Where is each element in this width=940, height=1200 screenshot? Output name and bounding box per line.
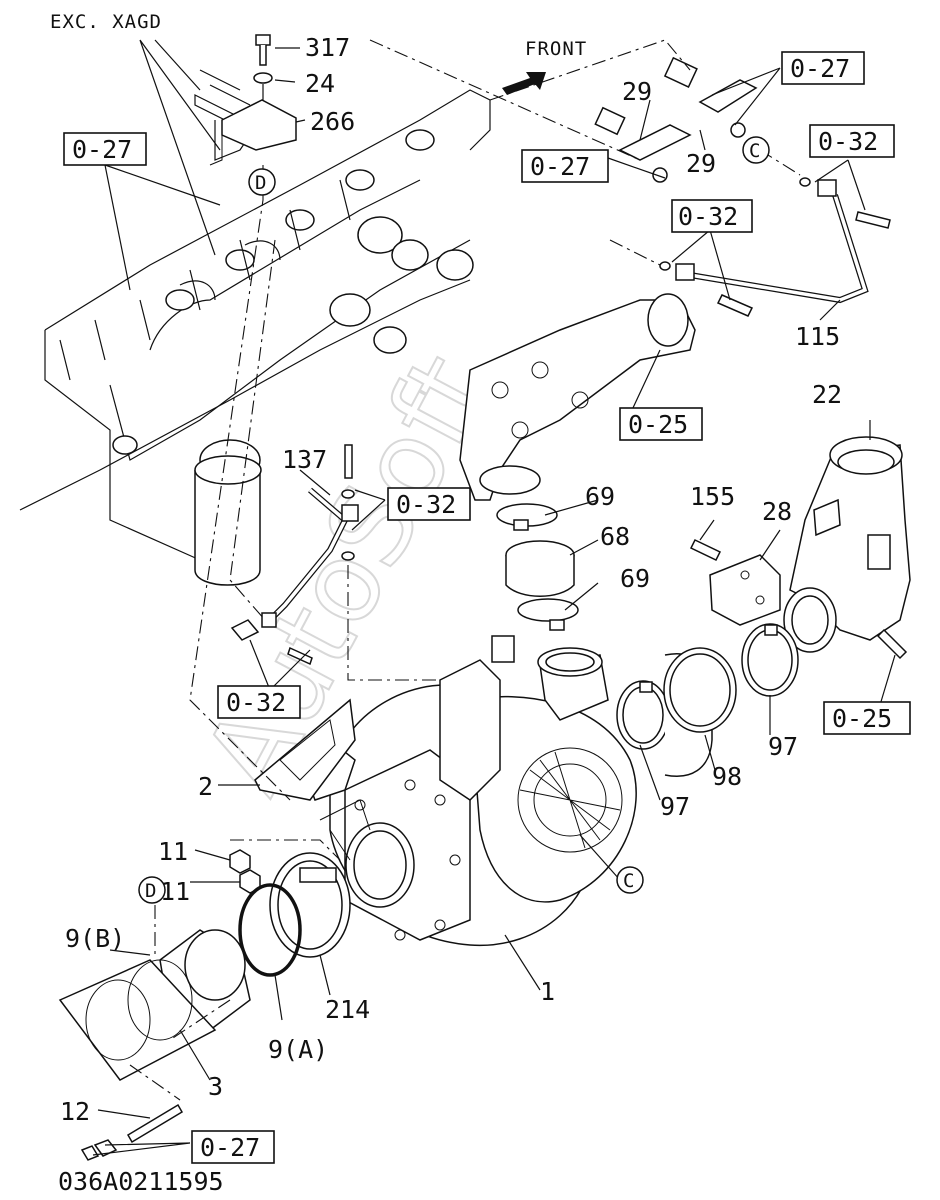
callout-68: 68 <box>600 522 630 551</box>
drawing-id: 036A0211595 <box>58 1167 224 1196</box>
bracket-29-assembly <box>594 56 758 183</box>
callout-9a: 9(A) <box>268 1035 328 1064</box>
stud-12 <box>80 1103 184 1161</box>
callout-266: 266 <box>310 107 355 136</box>
ref-box-027-top-right: 0-27 <box>790 54 850 83</box>
front-arrow-icon <box>502 72 546 95</box>
circle-ref-d-bottom: D <box>145 880 157 902</box>
callout-labels: 317 24 266 29 29 115 22 137 69 68 69 155… <box>60 33 842 1126</box>
callout-28: 28 <box>762 497 792 526</box>
clamp-sleeve-set-right <box>616 623 799 777</box>
circle-references: D C C D <box>138 136 770 904</box>
callout-214: 214 <box>325 995 370 1024</box>
ref-box-032-left: 0-32 <box>226 688 286 717</box>
variant-label: EXC. XAGD <box>50 11 162 33</box>
callout-9b: 9(B) <box>65 924 125 953</box>
callout-97a: 97 <box>768 732 798 761</box>
callout-2: 2 <box>198 772 213 801</box>
callout-29b: 29 <box>686 149 716 178</box>
turbocharger-1 <box>299 635 637 947</box>
circle-ref-d-top: D <box>255 172 267 194</box>
bracket-266-assembly <box>209 34 297 166</box>
callout-115: 115 <box>795 322 840 351</box>
gasket-2 <box>254 698 356 801</box>
bracket-28 <box>689 539 781 626</box>
callout-317: 317 <box>305 33 350 62</box>
ref-box-032-pipe: 0-32 <box>678 202 738 231</box>
callout-11a: 11 <box>158 837 188 866</box>
callout-12: 12 <box>60 1097 90 1126</box>
oil-feed-pipe-137 <box>230 444 359 666</box>
ref-box-027-bottom: 0-27 <box>200 1133 260 1162</box>
engine-block-drawing <box>19 69 491 586</box>
boxed-references: 0-27 0-27 0-27 0-32 0-32 0-25 0-32 0-32 … <box>63 51 911 1164</box>
ref-box-027-mid: 0-27 <box>530 152 590 181</box>
callout-98: 98 <box>712 762 742 791</box>
ref-box-025-right: 0-25 <box>832 704 892 733</box>
callout-24: 24 <box>305 69 335 98</box>
callout-137: 137 <box>282 445 327 474</box>
clamp-hose-set-upper <box>496 503 579 631</box>
seal-ring-9a <box>238 883 302 977</box>
exhaust-adapter-3 <box>58 929 251 1081</box>
nuts-11 <box>229 849 261 894</box>
ref-box-027-left: 0-27 <box>72 135 132 164</box>
front-label: FRONT <box>525 38 587 60</box>
ref-box-025-hose: 0-25 <box>628 410 688 439</box>
oil-pipe-115 <box>659 177 891 317</box>
callout-22: 22 <box>812 380 842 409</box>
circle-ref-c-right: C <box>749 140 761 162</box>
ref-box-032-137: 0-32 <box>396 490 456 519</box>
leader-lines <box>92 39 896 1156</box>
ref-box-032-top-right: 0-32 <box>818 127 878 156</box>
outlet-elbow-22 <box>783 436 911 660</box>
callout-97b: 97 <box>660 792 690 821</box>
callout-1: 1 <box>540 977 555 1006</box>
callout-155: 155 <box>690 482 735 511</box>
callout-29a: 29 <box>622 77 652 106</box>
callout-69b: 69 <box>620 564 650 593</box>
callout-3: 3 <box>208 1072 223 1101</box>
callout-69a: 69 <box>585 482 615 511</box>
v-band-clamp-214 <box>269 852 351 958</box>
circle-ref-c-bottom: C <box>623 870 635 892</box>
intake-elbow <box>459 293 696 501</box>
